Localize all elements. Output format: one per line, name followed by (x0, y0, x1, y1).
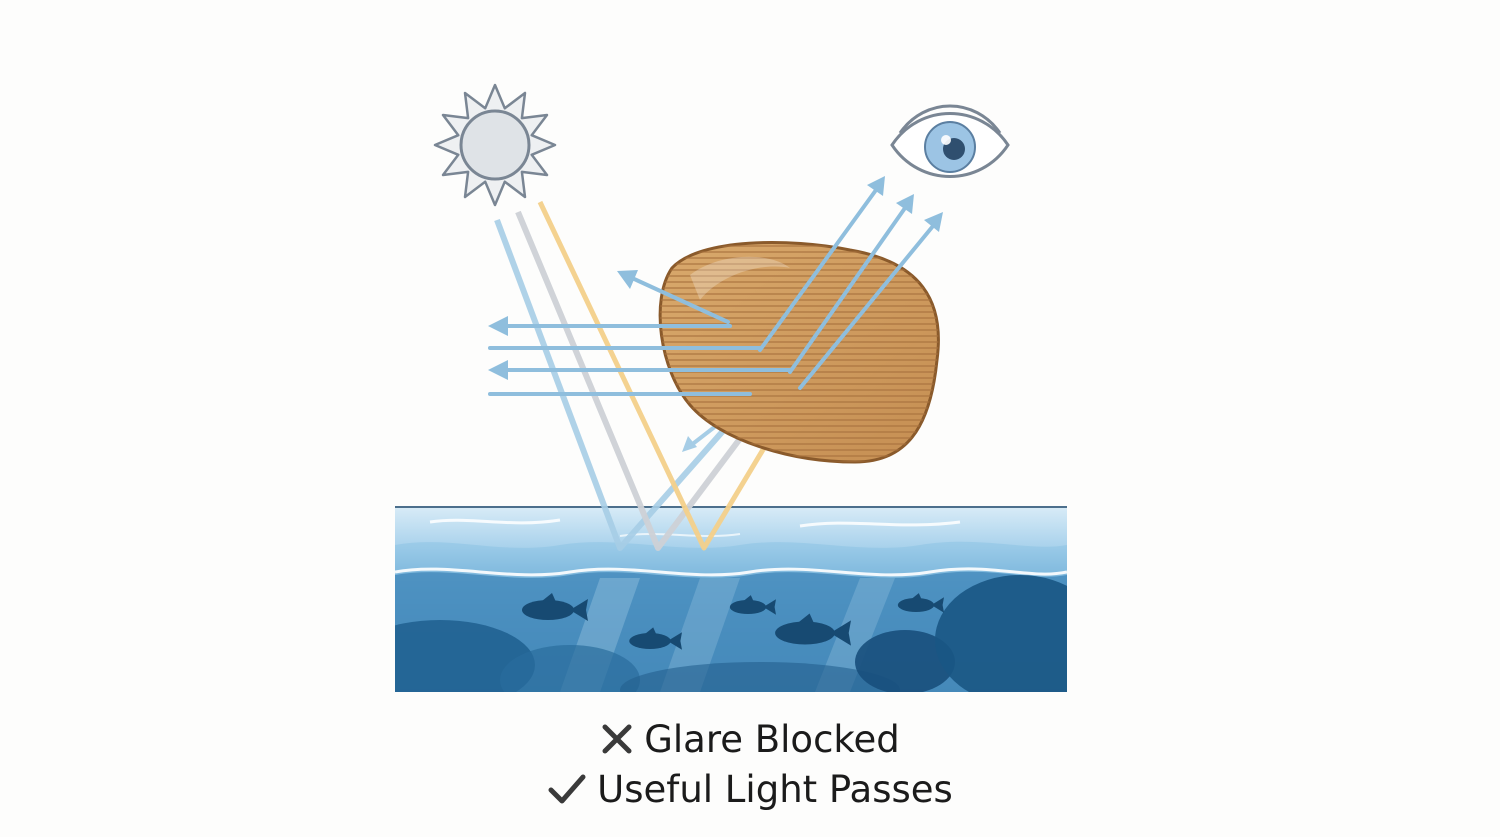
ray-blue (494, 218, 755, 551)
check-mark-icon (548, 774, 586, 803)
water-area (395, 506, 1067, 692)
sun-icon (433, 83, 557, 207)
glare-arrows (488, 270, 792, 396)
cross-mark-icon (602, 724, 632, 753)
fish-group (522, 593, 944, 650)
eye-icon (890, 104, 1010, 178)
caption-glare-blocked: Glare Blocked (0, 718, 1500, 762)
fish-icon (522, 593, 588, 621)
fish-icon (629, 627, 682, 650)
passing-rays (758, 176, 943, 390)
fish-icon (775, 613, 851, 646)
caption-passes-text: Useful Light Passes (597, 768, 953, 811)
caption-blocked-text: Glare Blocked (644, 718, 900, 761)
fish-icon (729, 595, 776, 615)
fish-icon (897, 593, 944, 613)
caption-light-passes: Useful Light Passes (0, 768, 1500, 812)
polarized-lens-icon (658, 241, 940, 464)
